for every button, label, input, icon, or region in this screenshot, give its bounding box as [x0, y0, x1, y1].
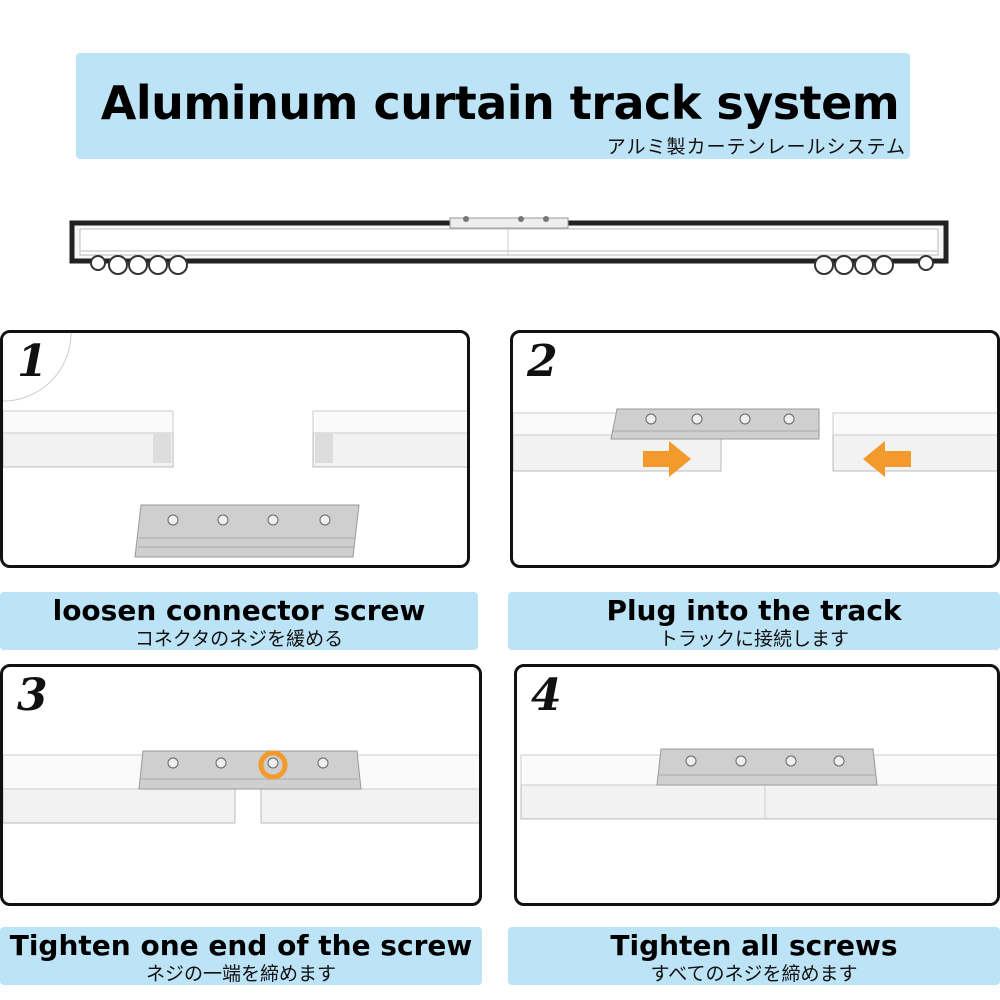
step-3-caption-jp: ネジの一端を締めます	[145, 963, 336, 985]
step-3-panel: 3	[0, 664, 482, 906]
step-2-number: 2	[527, 336, 558, 387]
step-1-caption-jp: コネクタのネジを緩める	[134, 628, 344, 650]
step-1-caption-en: loosen connector screw	[52, 594, 426, 627]
step-1-illustration	[3, 333, 467, 558]
step-2-caption: Plug into the track トラックに接続します	[508, 592, 1000, 650]
step-4-illustration	[520, 748, 997, 820]
title-banner	[76, 53, 910, 159]
step-2-caption-en: Plug into the track	[606, 594, 902, 627]
step-2-caption-jp: トラックに接続します	[658, 628, 849, 650]
step-4-panel: 4	[514, 664, 1000, 906]
step-4-caption: Tighten all screws すべてのネジを締めます	[508, 927, 1000, 985]
step-3-illustration	[3, 750, 479, 824]
step-4-caption-en: Tighten all screws	[610, 929, 898, 962]
step-4-caption-jp: すべてのネジを締めます	[650, 963, 858, 985]
step-2-illustration	[513, 408, 997, 477]
step-1-caption: loosen connector screw コネクタのネジを緩める	[0, 592, 478, 650]
curtain-track-illustration	[69, 216, 949, 275]
step-1-panel: 1	[0, 330, 470, 568]
arrow-left-icon	[863, 441, 911, 477]
arrow-right-icon	[643, 441, 691, 477]
step-2-panel: 2	[510, 330, 1000, 568]
step-1-number: 1	[17, 336, 48, 387]
step-3-caption: Tighten one end of the screw ネジの一端を締めます	[0, 927, 482, 985]
page-subtitle-jp: アルミ製カーテンレールシステム	[606, 136, 906, 158]
step-4-number: 4	[531, 670, 562, 721]
step-3-caption-en: Tighten one end of the screw	[9, 929, 473, 962]
step-3-number: 3	[17, 670, 48, 721]
rotate-arrow-icon	[258, 750, 288, 780]
page-title: Aluminum curtain track system	[100, 76, 900, 130]
